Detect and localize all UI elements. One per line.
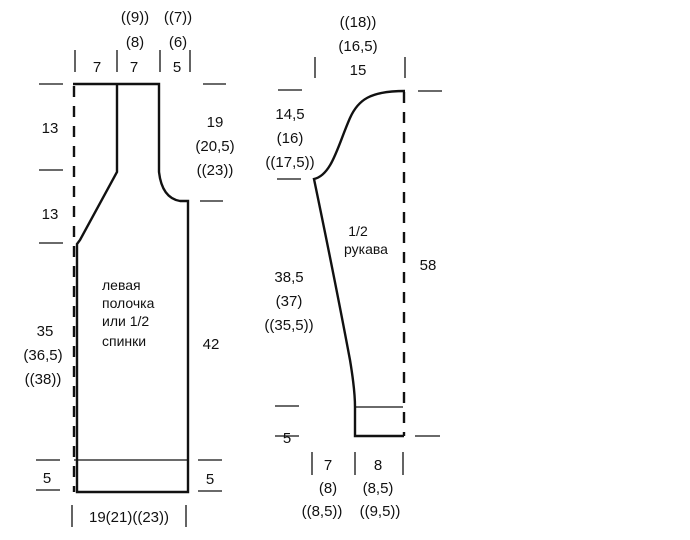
front-outline	[73, 82, 190, 494]
body-height-m: (36,5)	[23, 347, 62, 364]
rib-height-right: 5	[206, 471, 214, 488]
sleeve-height-m: (37)	[276, 293, 303, 310]
piece-label-line: левая	[102, 277, 141, 293]
neck-width-l: ((9))	[121, 9, 149, 26]
sleeve-total-height: 58	[420, 257, 437, 274]
rib-height-left: 5	[43, 470, 51, 487]
bottom-width: 19(21)((23))	[89, 509, 169, 526]
body-height-s: 35	[37, 323, 54, 340]
shoulder-width: 7	[93, 59, 101, 76]
sleeve-top-width-s: 15	[350, 62, 367, 79]
armhole-height-l: ((23))	[197, 162, 234, 179]
cuff-right-m: (8,5)	[363, 480, 394, 497]
piece-label-line: или 1/2	[102, 313, 149, 329]
sleeve-height-s: 38,5	[274, 269, 303, 286]
cap-height-m: (16)	[277, 130, 304, 147]
edge-width-l: ((7))	[164, 9, 192, 26]
cap-height-l: ((17,5))	[265, 154, 314, 171]
sleeve-piece: ((18)) (16,5) 15 14,5 (16) ((17,5)) 38,5…	[264, 14, 442, 520]
cuff-left-l: ((8,5))	[302, 503, 343, 520]
sleeve-label-line: рукава	[344, 241, 388, 257]
sleeve-top-width-m: (16,5)	[338, 38, 377, 55]
armhole-height-m: (20,5)	[195, 138, 234, 155]
armhole-height-s: 19	[207, 114, 224, 131]
sleeve-top-width-l: ((18))	[340, 14, 377, 31]
sleeve-label-line: 1/2	[348, 223, 368, 239]
cuff-right-l: ((9,5))	[360, 503, 401, 520]
piece-label-line: спинки	[102, 333, 146, 349]
sleeve-outline	[312, 89, 406, 438]
neck-slope: 13	[42, 206, 59, 223]
neck-width-m: (8)	[126, 34, 144, 51]
edge-width-s: 5	[173, 59, 181, 76]
sleeve-height-l: ((35,5))	[264, 317, 313, 334]
piece-label-line: полочка	[102, 295, 155, 311]
edge-width-m: (6)	[169, 34, 187, 51]
cuff-left-s: 7	[324, 457, 332, 474]
sleeve-rib-height: 5	[283, 430, 291, 447]
cuff-right-s: 8	[374, 457, 382, 474]
neck-width-s: 7	[130, 59, 138, 76]
cuff-left-m: (8)	[319, 480, 337, 497]
neck-depth: 13	[42, 120, 59, 137]
front-piece: 7 ((9)) (8) 7 ((7)) (6) 5 13 13 35 (36,5…	[23, 9, 235, 527]
body-height-l: ((38))	[25, 371, 62, 388]
side-height: 42	[203, 336, 220, 353]
cap-height-s: 14,5	[275, 106, 304, 123]
